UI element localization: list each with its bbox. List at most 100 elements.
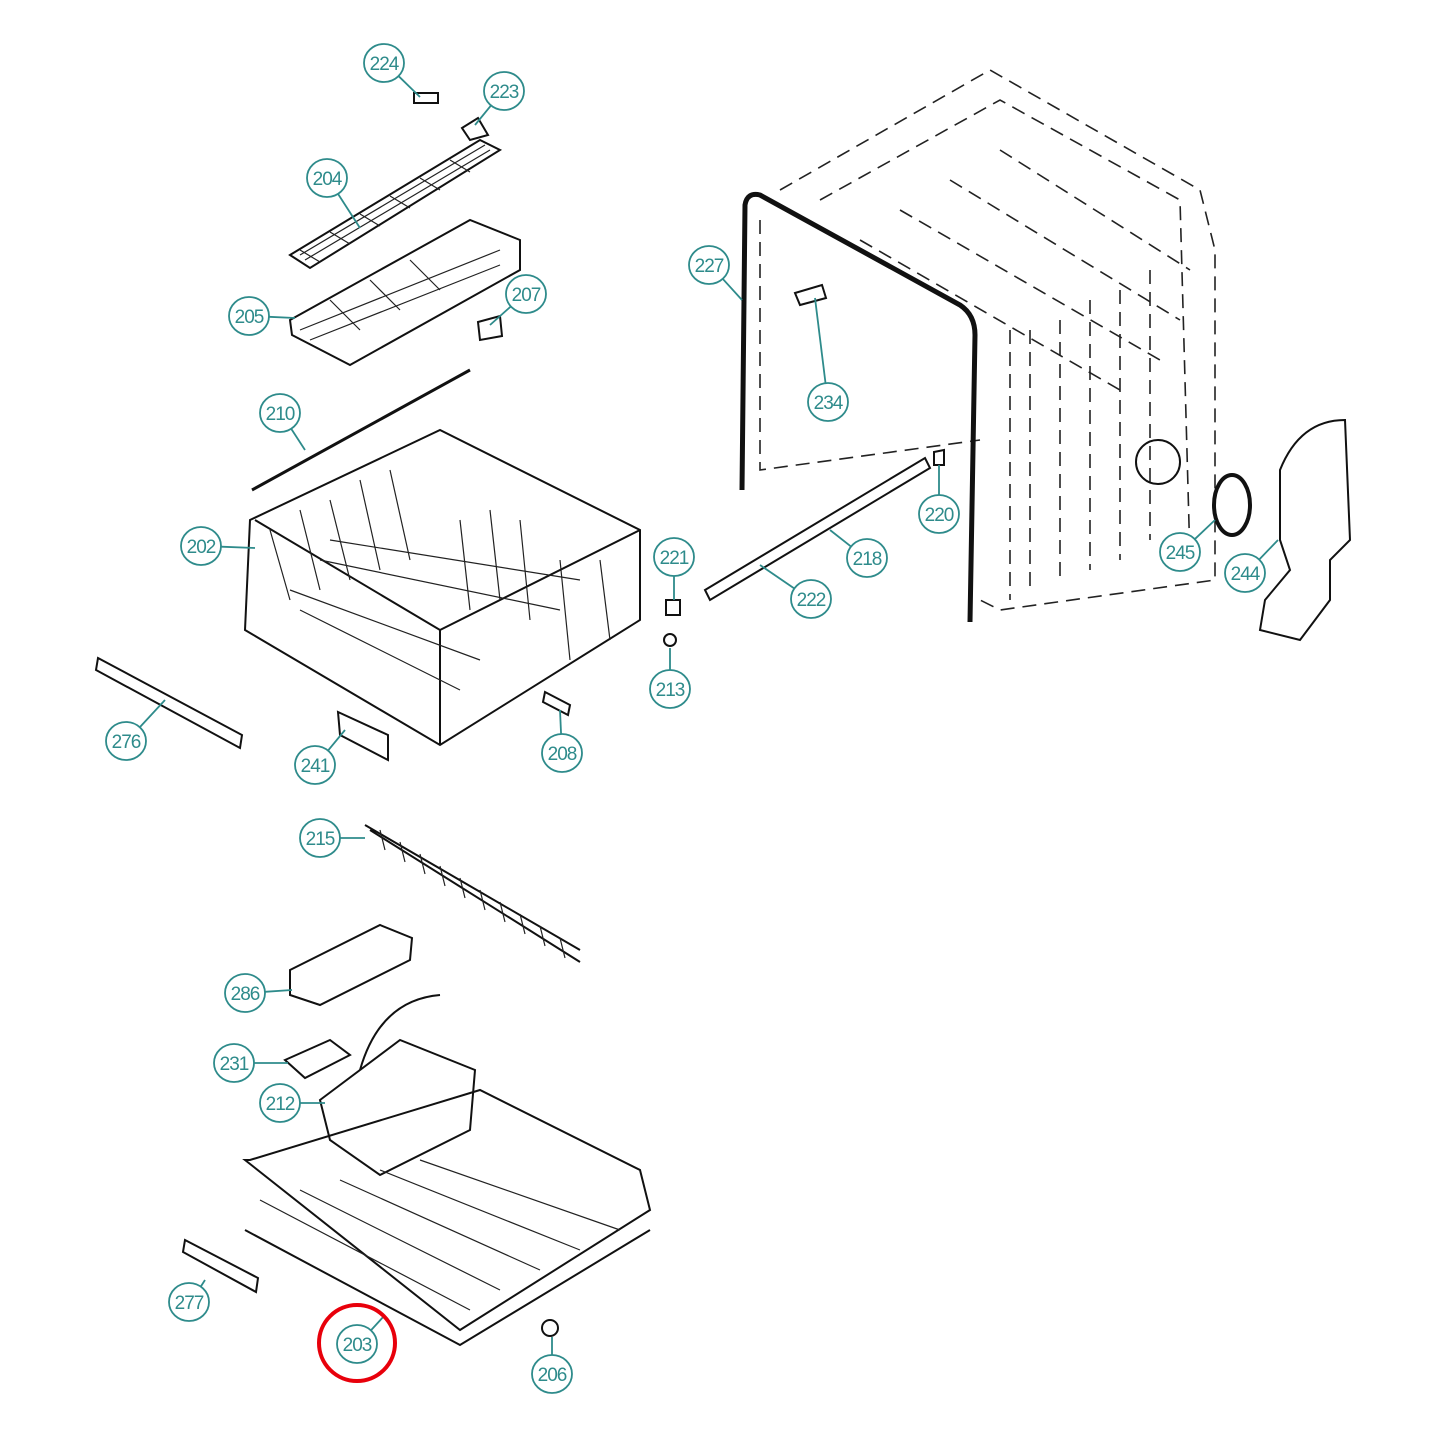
- callout-218: 218: [829, 529, 888, 578]
- callout-circle: [168, 1282, 210, 1322]
- part-244-drawing: [1258, 418, 1352, 642]
- leader-line: [814, 297, 827, 384]
- tray-rack-part: [288, 218, 521, 367]
- callout-circle: [105, 721, 147, 761]
- leader-line: [759, 564, 795, 590]
- part-220-drawing: [933, 448, 945, 466]
- callout-circle: [541, 733, 583, 773]
- callout-label: 223: [490, 82, 519, 103]
- part-215-drawing: [364, 824, 581, 963]
- callout-210: 210: [259, 393, 306, 451]
- callout-circle: [531, 1354, 573, 1394]
- callout-205: 205: [228, 296, 296, 336]
- callout-223: 223: [474, 71, 525, 126]
- door-gasket-part: [739, 192, 978, 623]
- part-221-drawing: [665, 599, 681, 616]
- callout-245: 245: [1159, 519, 1216, 572]
- leader-line: [290, 428, 306, 451]
- callout-label: 277: [175, 1293, 204, 1314]
- callout-circle: [299, 818, 341, 858]
- callout-label: 212: [266, 1094, 295, 1115]
- callout-label: 205: [235, 307, 264, 328]
- leader-line: [327, 729, 346, 752]
- callout-circle: [336, 1324, 378, 1364]
- part-207-drawing: [476, 314, 504, 342]
- highlight-ring: [317, 1303, 397, 1383]
- callout-277: 277: [168, 1279, 210, 1322]
- part-234-drawing: [793, 283, 828, 307]
- callout-label: 241: [301, 756, 330, 777]
- callout-label: 224: [370, 54, 400, 75]
- tub-part: [759, 69, 1216, 611]
- callout-212: 212: [259, 1083, 325, 1123]
- part-276-drawing: [94, 656, 244, 750]
- callout-circle: [688, 245, 730, 285]
- callout-circle: [790, 579, 832, 619]
- callout-202: 202: [180, 526, 256, 566]
- leader-line: [489, 305, 512, 326]
- part-231-drawing: [283, 1038, 352, 1080]
- part-224-drawing: [413, 92, 439, 104]
- callout-circle: [294, 745, 336, 785]
- callout-circle: [653, 537, 695, 577]
- callout-286: 286: [224, 973, 293, 1013]
- callout-circle: [505, 274, 547, 314]
- callout-circle: [259, 1083, 301, 1123]
- callout-label: 215: [306, 829, 335, 850]
- part-210-drawing: [251, 368, 471, 492]
- part-286-drawing: [289, 923, 414, 1007]
- callout-circle: [1159, 532, 1201, 572]
- callout-203: 203: [317, 1303, 397, 1383]
- leader-line: [397, 75, 421, 98]
- callout-234: 234: [807, 297, 849, 422]
- callout-circle: [649, 669, 691, 709]
- leader-line: [264, 989, 293, 993]
- callout-circle: [306, 158, 348, 198]
- upper-basket-part: [243, 428, 641, 747]
- callout-label: 231: [220, 1054, 249, 1075]
- leader-line: [829, 529, 852, 548]
- callout-circle: [180, 526, 222, 566]
- callout-204: 204: [306, 158, 361, 229]
- leader-line: [268, 315, 296, 319]
- callout-circle: [363, 43, 405, 83]
- callout-label: 208: [548, 744, 577, 765]
- callout-label: 276: [112, 732, 141, 753]
- callout-label: 286: [231, 984, 260, 1005]
- callout-label: 202: [187, 537, 216, 558]
- callout-label: 220: [925, 505, 954, 526]
- callout-207: 207: [489, 274, 547, 326]
- callout-circle: [1224, 553, 1266, 593]
- callout-circle: [213, 1043, 255, 1083]
- callout-label: 206: [538, 1365, 567, 1386]
- callout-221: 221: [653, 537, 695, 600]
- part-208-drawing: [541, 690, 572, 717]
- part-213-drawing: [663, 633, 677, 647]
- callout-circle: [483, 71, 525, 111]
- part-245-drawing: [1212, 473, 1252, 537]
- callout-label: 207: [512, 285, 541, 306]
- callout-label: 203: [343, 1335, 372, 1356]
- upper-tray-part: [288, 138, 503, 270]
- lower-basket-part: [242, 1088, 652, 1347]
- part-215-tines: [379, 829, 566, 959]
- part-277-drawing: [181, 1238, 260, 1294]
- callout-circle: [228, 296, 270, 336]
- basket-handle: [359, 994, 441, 1071]
- leader-line: [337, 193, 361, 229]
- leader-line: [1258, 539, 1279, 561]
- leader-line: [139, 699, 166, 728]
- part-241-drawing: [336, 710, 389, 762]
- callout-label: 210: [266, 404, 295, 425]
- callout-label: 234: [814, 393, 844, 414]
- leader-line: [559, 709, 562, 735]
- callout-227: 227: [688, 245, 743, 301]
- callout-label: 218: [853, 549, 882, 570]
- callout-222: 222: [759, 564, 832, 619]
- callout-276: 276: [105, 699, 166, 761]
- leader-line: [474, 104, 492, 126]
- callout-label: 221: [660, 548, 689, 569]
- callout-label: 204: [313, 169, 343, 190]
- callout-label: 244: [1231, 564, 1261, 585]
